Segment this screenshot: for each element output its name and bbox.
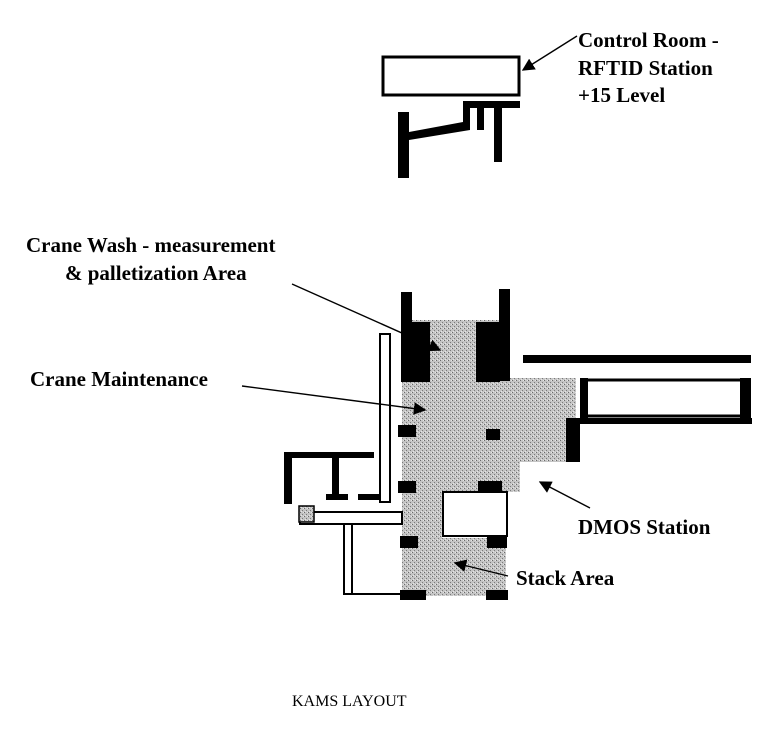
control-room-building xyxy=(381,55,521,178)
label-stack-area: Stack Area xyxy=(516,566,615,590)
arrow-crane-wash xyxy=(291,283,442,352)
label-control-room-line3: +15 Level xyxy=(578,83,665,107)
stack-area-left-strip xyxy=(402,490,442,540)
label-crane-wash-line2: & palletization Area xyxy=(65,261,247,285)
arrow-crane-maintenance xyxy=(241,385,427,415)
main-facility xyxy=(284,289,752,600)
label-control-room-line2: RFTID Station xyxy=(578,56,713,80)
label-crane-maintenance: Crane Maintenance xyxy=(30,367,208,391)
diagram-caption: KAMS LAYOUT xyxy=(292,693,407,710)
label-dmos-station: DMOS Station xyxy=(578,515,711,539)
arrow-control-room xyxy=(521,35,578,71)
label-control-room-line1: Control Room - xyxy=(578,28,719,52)
label-crane-wash-line1: Crane Wash - measurement xyxy=(26,233,275,257)
arrow-dmos-station xyxy=(538,481,591,509)
arrow-stack-area xyxy=(453,559,509,577)
